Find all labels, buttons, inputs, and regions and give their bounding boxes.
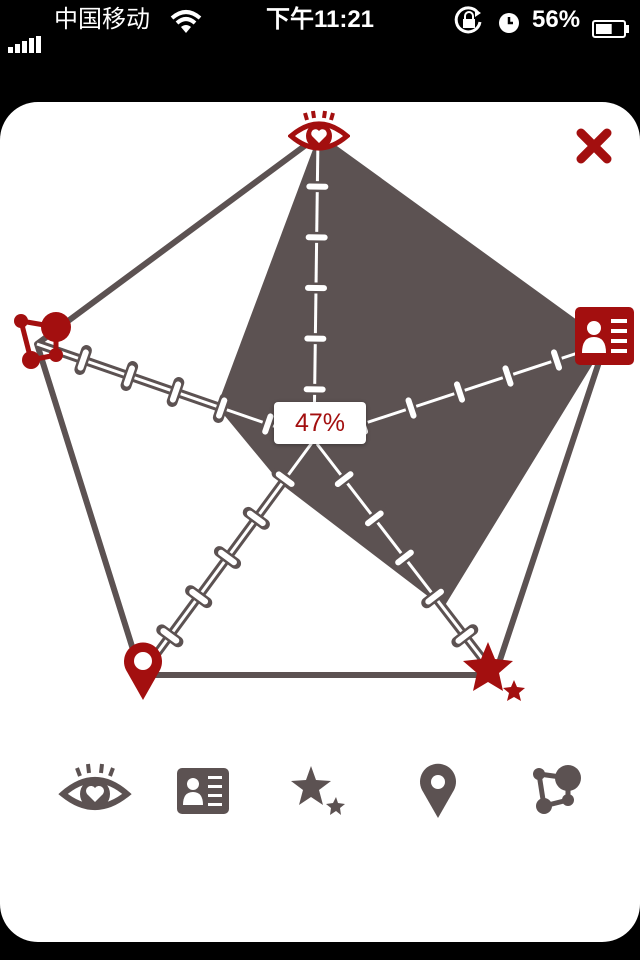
radar-tick-inner	[453, 381, 466, 403]
network-icon	[14, 312, 71, 369]
location-pin-icon	[420, 763, 456, 818]
signal-strength-icon	[8, 13, 43, 53]
radar-tick-inner	[405, 397, 417, 419]
radar-tick-inner	[218, 549, 237, 566]
wifi-icon	[170, 8, 202, 34]
radar-tick-inner	[550, 349, 563, 371]
close-icon	[576, 128, 612, 164]
stars-icon	[291, 766, 345, 815]
radar-outline	[34, 133, 608, 678]
radar-tick-inner	[502, 365, 514, 387]
battery-icon	[592, 11, 630, 51]
profile-card-icon	[575, 307, 634, 365]
eye-heart-icon	[288, 110, 350, 151]
radar-tick-inner	[334, 471, 354, 488]
radar-tick-inner	[364, 510, 384, 527]
radar-tick-inner	[395, 549, 414, 566]
network-icon	[533, 765, 581, 814]
legend-eye-heart-button[interactable]	[55, 760, 135, 820]
location-pin-icon	[124, 642, 162, 700]
legend-stars-button[interactable]	[278, 760, 358, 820]
stars-icon	[463, 642, 525, 701]
carrier-name: 中国移动	[54, 6, 150, 33]
radar-value-area	[217, 136, 605, 608]
legend-network-button[interactable]	[514, 760, 594, 820]
radar-tick-inner	[455, 627, 475, 644]
profile-card-icon	[177, 768, 229, 814]
radar-tick-inner	[246, 510, 266, 527]
eye-heart-icon	[58, 763, 132, 810]
radar-tick-inner	[189, 588, 209, 605]
clock-time: 下午11:21	[265, 6, 375, 33]
radar-tick-inner	[425, 588, 445, 605]
status-bar: 中国移动 下午11:21 56%	[0, 0, 640, 53]
legend-profile-card-button[interactable]	[164, 760, 244, 820]
battery-percentage: 56%	[532, 6, 581, 33]
radar-tick-inner	[216, 397, 228, 419]
radar-tick-inner	[123, 365, 135, 387]
radar-tick-inner	[160, 628, 180, 644]
rotation-lock-icon	[452, 6, 486, 46]
radar-tick-inner	[275, 471, 295, 487]
radar-tick-inner	[169, 381, 182, 403]
alarm-icon	[497, 8, 521, 48]
radar-tick-inner	[77, 349, 89, 371]
radar-tick-inner	[262, 413, 274, 435]
legend-location-pin-button[interactable]	[398, 760, 478, 820]
score-percentage-label: 47%	[274, 402, 366, 444]
close-button[interactable]	[574, 126, 614, 166]
